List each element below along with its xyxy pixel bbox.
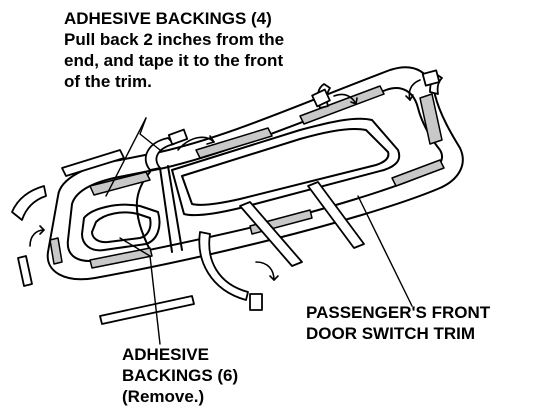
label-line: DOOR SWITCH TRIM xyxy=(306,324,476,343)
label-line: BACKINGS (6) xyxy=(122,366,239,385)
curved-arrow xyxy=(333,93,357,105)
switch-opening xyxy=(81,203,161,252)
removed-backing-strip xyxy=(239,201,303,267)
curved-arrow xyxy=(29,229,45,247)
leader-line-top xyxy=(105,117,147,197)
tape-strip xyxy=(299,85,385,125)
tape-strip xyxy=(391,159,445,187)
motion-arrows xyxy=(29,79,421,281)
backing-tab xyxy=(421,69,441,87)
removed-backing-strip xyxy=(61,149,125,177)
tape-strip xyxy=(89,171,151,196)
trim-inner-outline xyxy=(66,87,444,262)
peeled-backings xyxy=(144,69,443,311)
curved-arrow xyxy=(255,261,275,281)
passenger-front-door-switch-trim-label: PASSENGER'S FRONT DOOR SWITCH TRIM xyxy=(306,302,490,344)
backing-tab xyxy=(249,293,263,311)
label-line: (Remove.) xyxy=(122,387,205,406)
label-line: ADHESIVE BACKINGS (4) xyxy=(64,9,272,28)
peeled-backing xyxy=(198,231,249,301)
leader-lines xyxy=(105,117,413,345)
label-line: Pull back 2 inches from the xyxy=(64,30,285,49)
removed-backing-strip xyxy=(17,255,33,287)
removed-backing-strip xyxy=(307,181,365,249)
backing-tab xyxy=(167,128,189,146)
label-line: PASSENGER'S FRONT xyxy=(306,303,491,322)
trim-outer-outline xyxy=(46,66,464,281)
tape-strip xyxy=(49,237,63,265)
removed-backing-strip xyxy=(99,295,195,325)
adhesive-backings-4-instruction: ADHESIVE BACKINGS (4) Pull back 2 inches… xyxy=(64,8,284,92)
removed-backing-strip xyxy=(11,185,47,221)
backing-tab xyxy=(311,88,331,108)
adhesive-backings-6-label: ADHESIVE BACKINGS (6) (Remove.) xyxy=(122,344,238,407)
label-line: end, and tape it to the front xyxy=(64,51,284,70)
curved-arrow xyxy=(408,79,421,101)
trim-inner-panel xyxy=(171,117,401,217)
curved-arrow xyxy=(177,136,215,151)
tape-strips xyxy=(49,85,445,269)
removed-backings xyxy=(11,149,365,325)
tape-strip xyxy=(89,247,153,269)
tape-strip xyxy=(195,127,273,159)
leader-line-right xyxy=(357,195,413,307)
tape-strip xyxy=(419,93,443,145)
label-line: of the trim. xyxy=(64,72,152,91)
label-line: ADHESIVE xyxy=(122,345,209,364)
leader-line-bottom xyxy=(149,255,161,345)
